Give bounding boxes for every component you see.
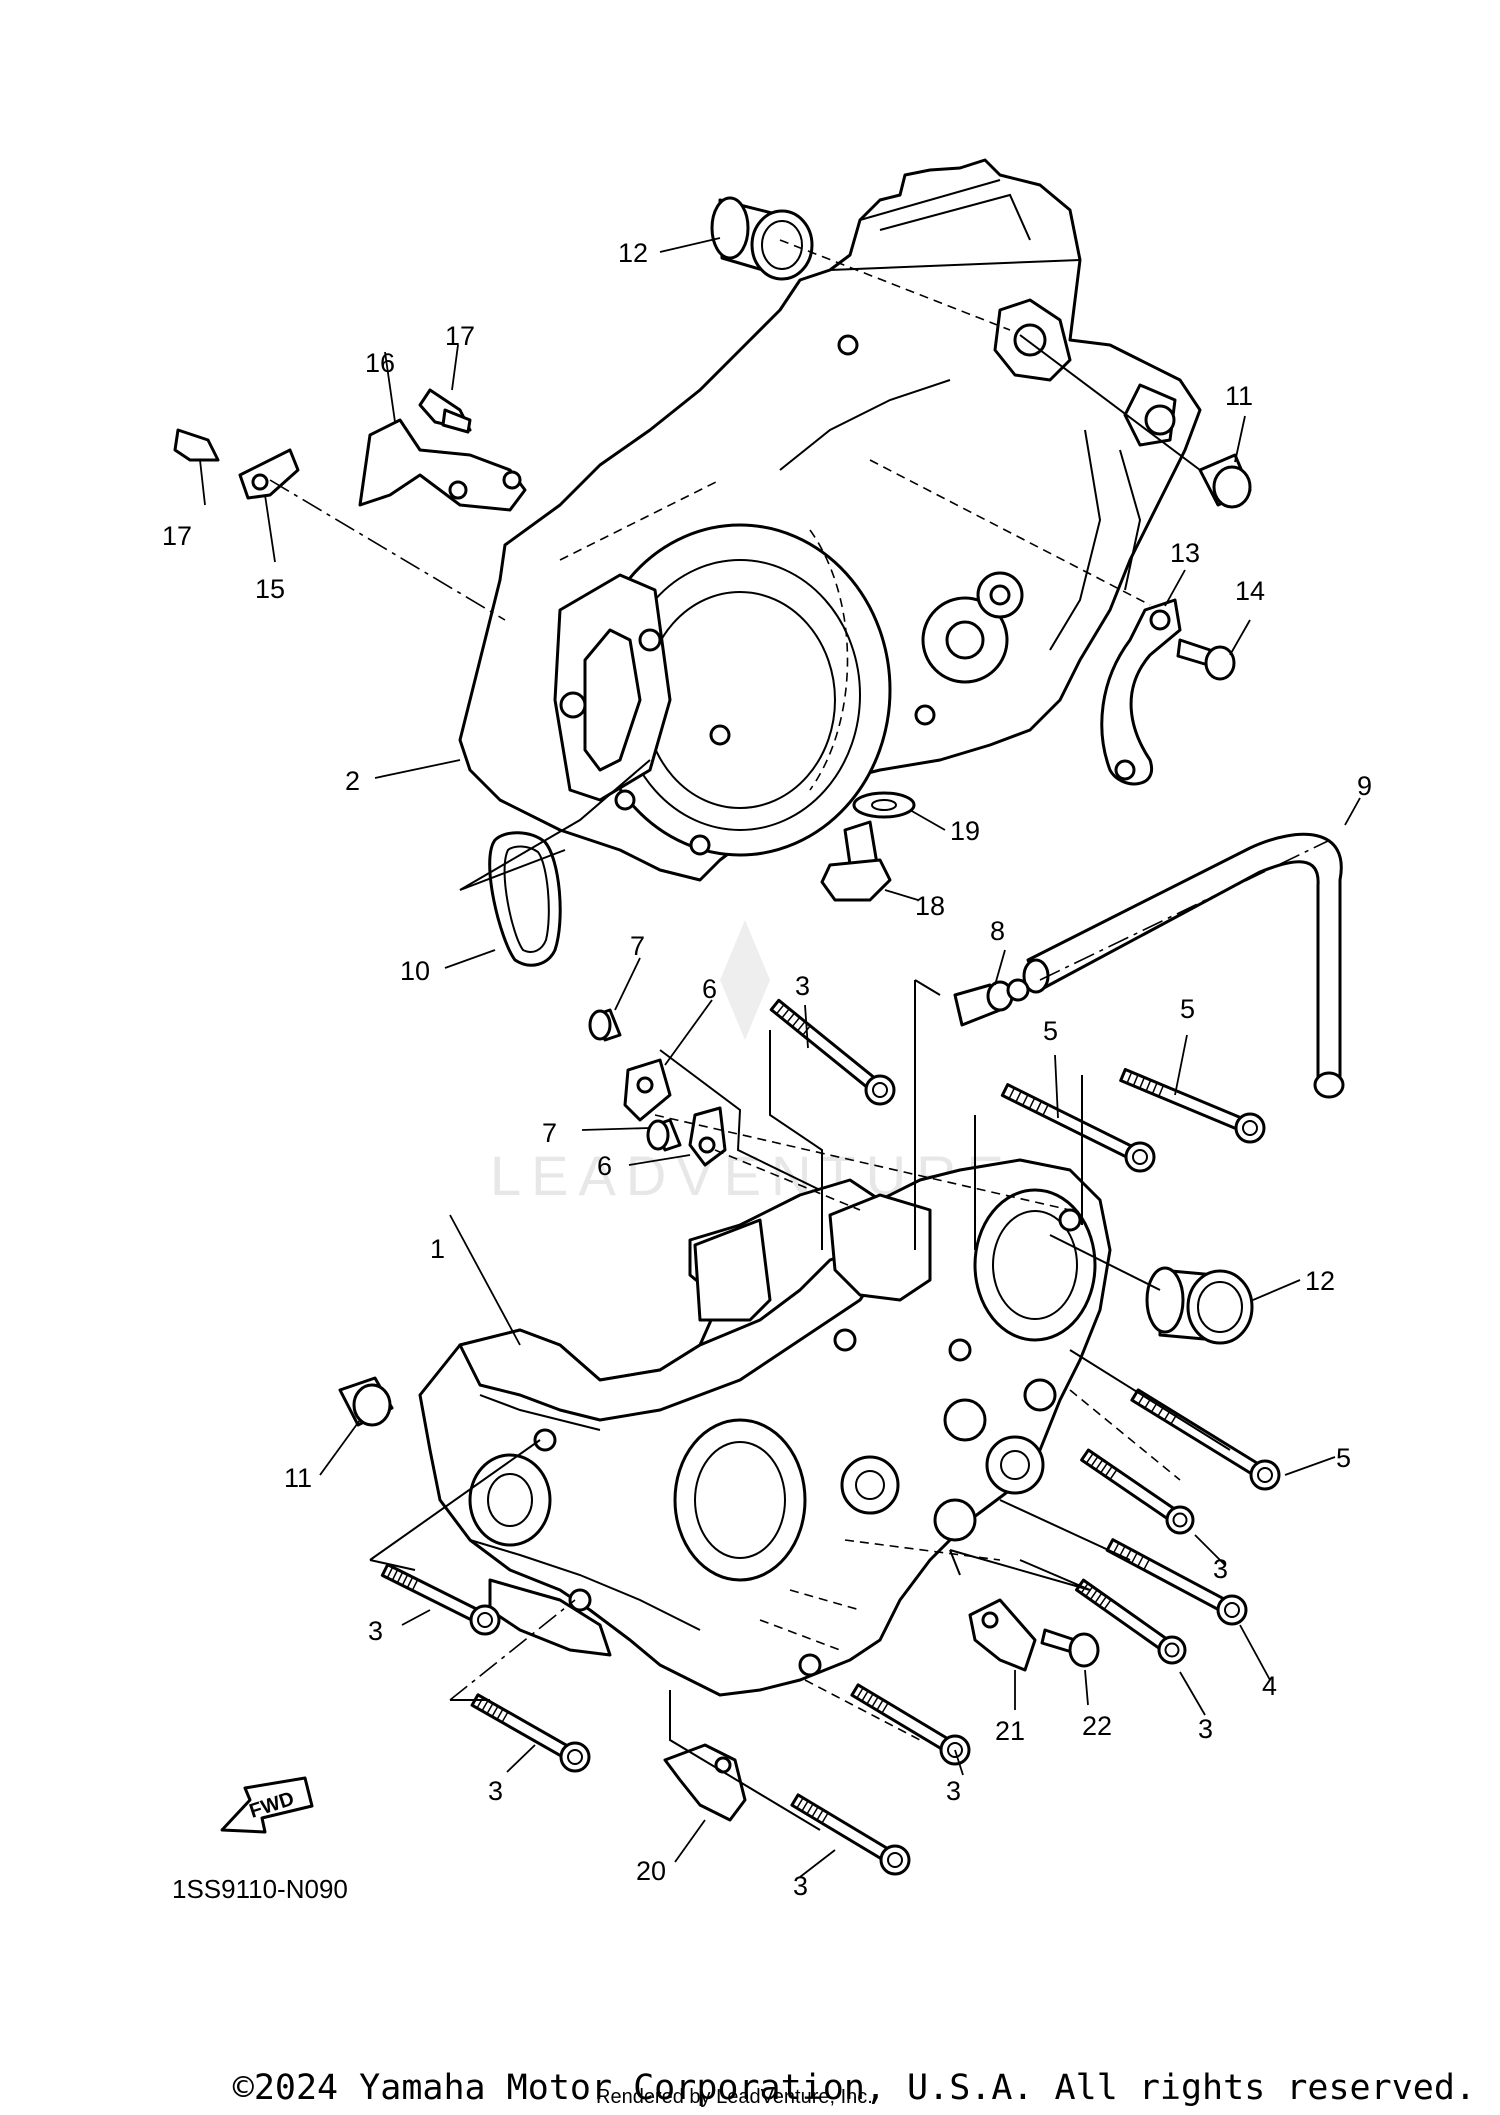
callout-3-b: 3 — [1213, 1554, 1228, 1584]
bolt-5-a — [1000, 1083, 1156, 1173]
part-7-screw-upper — [588, 1008, 622, 1042]
callout-16: 16 — [365, 348, 395, 378]
callout-5-b: 5 — [1180, 994, 1195, 1024]
part-14-bolt — [1176, 638, 1236, 681]
bolt-3-c — [380, 1563, 501, 1636]
part-6-clip-upper — [623, 1058, 672, 1122]
copyright-notice: ©2024 Yamaha Motor Corporation, U.S.A. A… — [232, 2068, 1476, 2108]
bolt-3-a — [769, 998, 896, 1106]
bolt-3-g — [790, 1793, 911, 1876]
callout-17-a: 17 — [445, 321, 475, 351]
part-20-clip — [663, 1743, 747, 1822]
callout-4: 4 — [1262, 1671, 1277, 1701]
crankcase-lower — [418, 1158, 1112, 1697]
part-22-screw — [1040, 1628, 1100, 1668]
part-19-washer — [852, 791, 916, 819]
part-12-bushing-lower — [1145, 1266, 1254, 1345]
callout-18: 18 — [915, 891, 945, 921]
part-13-bracket — [1100, 598, 1182, 786]
part-18-drain-bolt — [820, 820, 892, 902]
callout-5-a: 5 — [1043, 1016, 1058, 1046]
part-16-bracket — [358, 418, 527, 512]
part-17-bolt-upper — [418, 388, 472, 434]
bolt-5-b — [1119, 1067, 1266, 1144]
fwd-arrow: FWD — [220, 1776, 314, 1834]
part-9-hose — [1022, 832, 1345, 1099]
part-17-bolt-lower — [173, 428, 220, 462]
callout-3-e: 3 — [488, 1776, 503, 1806]
diagram-code: 1SS9110-N090 — [172, 1874, 348, 1904]
callout-22: 22 — [1082, 1711, 1112, 1741]
callout-7-a: 7 — [630, 931, 645, 961]
bolt-4 — [1105, 1538, 1248, 1626]
bolt-5-c — [1130, 1388, 1281, 1491]
bolts — [380, 998, 1281, 1876]
part-11-dowel-lower — [338, 1376, 394, 1427]
part-15-clamp — [238, 448, 300, 500]
callout-8: 8 — [990, 916, 1005, 946]
callout-11-a: 11 — [1225, 381, 1253, 411]
leadventure-watermark: LEADVENTURE — [490, 920, 1004, 1207]
callout-6-b: 6 — [597, 1151, 612, 1181]
part-21-clip — [968, 1598, 1037, 1672]
bolt-3-d — [1075, 1578, 1187, 1665]
callout-5-c: 5 — [1336, 1443, 1351, 1473]
callout-12-b: 12 — [1305, 1266, 1335, 1296]
callout-13: 13 — [1170, 538, 1200, 568]
callout-3-d: 3 — [1198, 1714, 1213, 1744]
callout-20: 20 — [636, 1856, 666, 1886]
part-12-bushing-upper — [710, 196, 814, 281]
leader-lines — [199, 237, 1361, 1878]
bolt-3-b — [1080, 1448, 1195, 1535]
callout-3-f: 3 — [946, 1776, 961, 1806]
bolt-3-e — [470, 1693, 591, 1773]
callout-15: 15 — [255, 574, 285, 604]
callout-3-g: 3 — [793, 1871, 808, 1901]
callout-3-a: 3 — [795, 971, 810, 1001]
bolt-3-f — [850, 1683, 971, 1766]
part-8-fitting — [953, 978, 1030, 1027]
callout-3-c: 3 — [368, 1616, 383, 1646]
callout-11-b: 11 — [284, 1463, 312, 1493]
callout-10: 10 — [400, 956, 430, 986]
callout-14: 14 — [1235, 576, 1265, 606]
callout-1: 1 — [430, 1234, 445, 1264]
callout-17-b: 17 — [162, 521, 192, 551]
callout-9: 9 — [1357, 771, 1372, 801]
callout-6-a: 6 — [702, 974, 717, 1004]
callout-19: 19 — [950, 816, 980, 846]
callout-21: 21 — [995, 1716, 1025, 1746]
callout-2: 2 — [345, 766, 360, 796]
callout-12-a: 12 — [618, 238, 648, 268]
callout-7-b: 7 — [542, 1118, 557, 1148]
crankcase-upper — [458, 158, 1202, 882]
part-11-dowel-upper — [1198, 453, 1252, 509]
part-7-screw-lower — [646, 1118, 682, 1152]
callouts: 1 2 3 3 3 3 3 3 3 4 5 5 5 6 6 7 7 8 9 10… — [162, 238, 1372, 1901]
rendered-by-notice: Rendered by LeadVenture, Inc. — [596, 2086, 873, 2108]
